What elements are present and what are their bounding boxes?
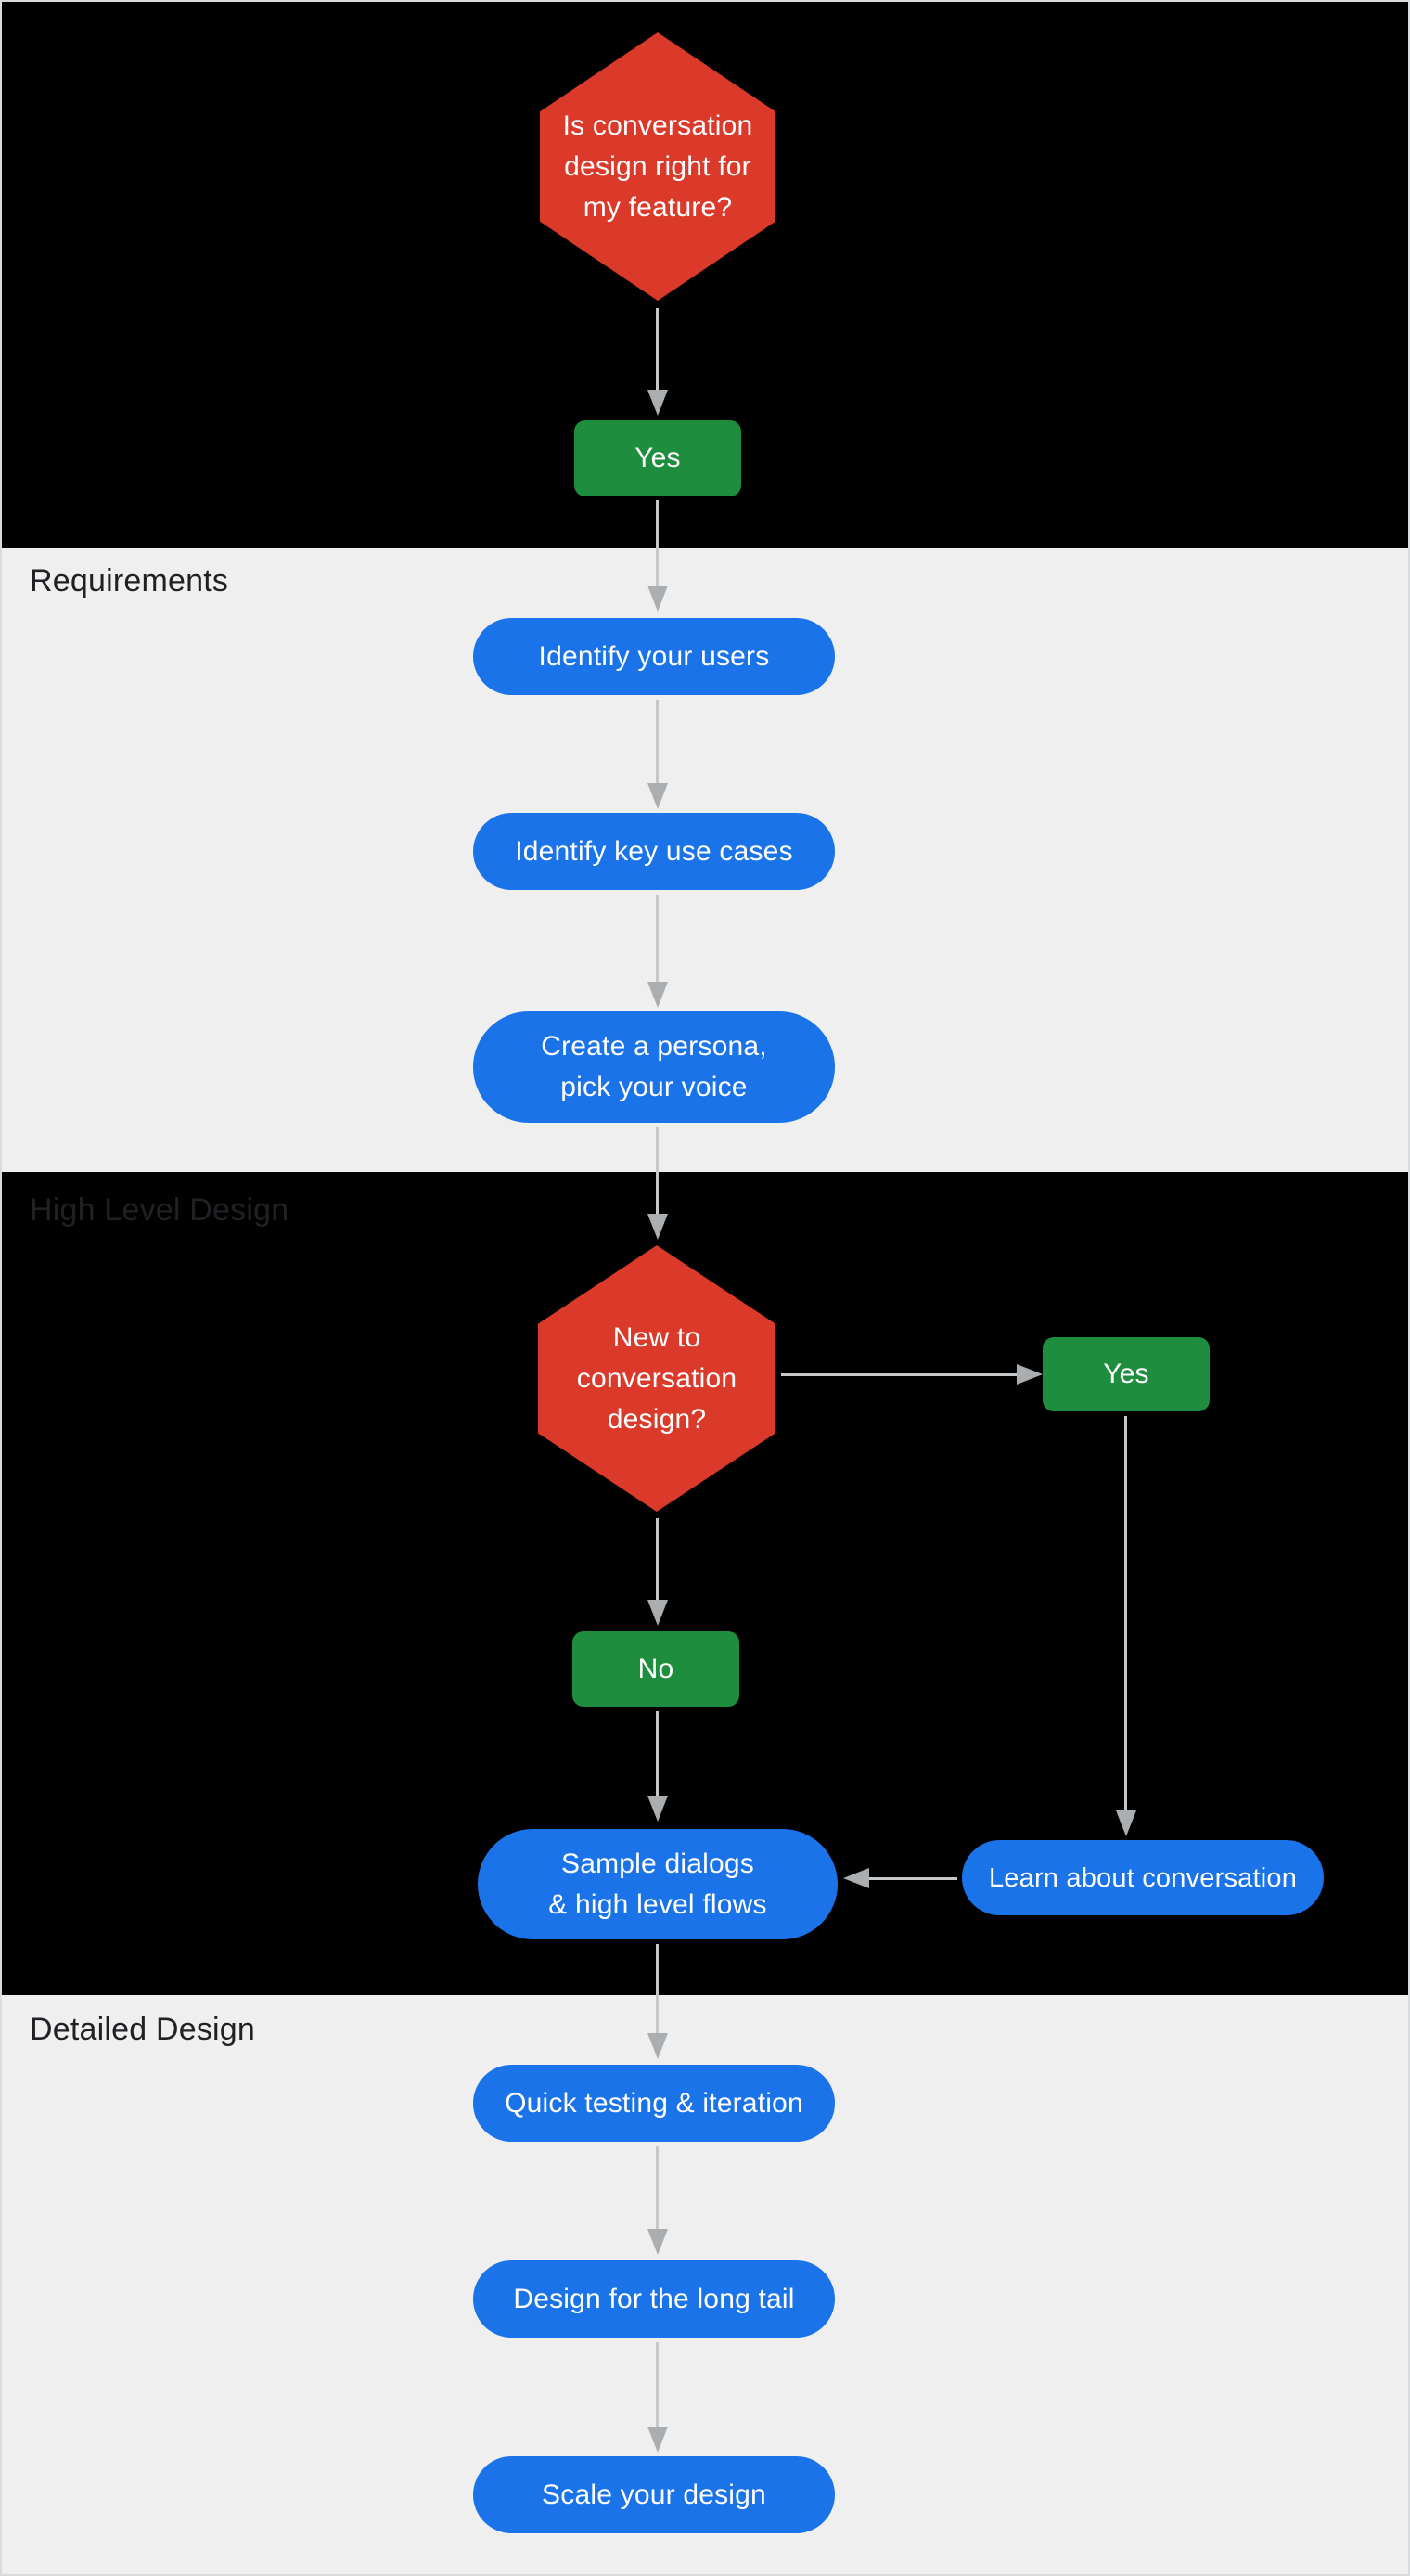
arrow-line — [656, 1711, 659, 1796]
section-label-requirements: Requirements — [30, 563, 229, 599]
arrow-down-icon — [647, 982, 668, 1008]
step-quick-testing-iteration[interactable]: Quick testing & iteration — [473, 2065, 835, 2142]
arrow-down-icon — [647, 1796, 668, 1822]
arrow-line — [656, 700, 659, 783]
arrow-line — [656, 2146, 659, 2229]
arrow-line — [656, 1518, 659, 1600]
button-no-branch[interactable]: No — [572, 1631, 739, 1707]
arrow-left-icon — [843, 1868, 869, 1888]
arrow-down-icon — [647, 390, 668, 416]
step-create-persona-pick-voice[interactable]: Create a persona, pick your voice — [473, 1011, 835, 1123]
step-learn-about-conversation[interactable]: Learn about conversation — [962, 1840, 1324, 1915]
arrow-down-icon — [647, 2427, 668, 2453]
section-label-detailed-design: Detailed Design — [30, 2012, 256, 2047]
arrow-line — [656, 1944, 659, 2033]
arrow-down-icon — [647, 2033, 668, 2059]
button-yes-branch[interactable]: Yes — [1043, 1337, 1210, 1411]
arrow-down-icon — [647, 783, 668, 809]
arrow-right-icon — [1017, 1364, 1043, 1385]
step-sample-dialogs-high-level-flows[interactable]: Sample dialogs & high level flows — [478, 1829, 838, 1939]
arrow-line — [656, 2342, 659, 2427]
arrow-down-icon — [647, 2229, 668, 2255]
button-yes-top[interactable]: Yes — [574, 420, 741, 496]
arrow-line — [656, 1127, 659, 1214]
step-identify-key-use-cases[interactable]: Identify key use cases — [473, 813, 835, 890]
step-identify-your-users[interactable]: Identify your users — [473, 618, 835, 695]
arrow-down-icon — [647, 1600, 668, 1626]
arrow-line — [656, 500, 659, 586]
arrow-down-icon — [647, 586, 668, 612]
arrow-line — [656, 308, 659, 390]
arrow-line — [781, 1373, 1017, 1376]
arrow-down-icon — [647, 1214, 668, 1240]
arrow-line — [869, 1877, 957, 1880]
arrow-line — [656, 895, 659, 982]
step-design-for-long-tail[interactable]: Design for the long tail — [473, 2260, 835, 2338]
step-scale-your-design[interactable]: Scale your design — [473, 2456, 835, 2533]
section-label-high-level-design: High Level Design — [30, 1192, 289, 1228]
arrow-line — [1124, 1416, 1127, 1810]
arrow-down-icon — [1116, 1810, 1136, 1836]
